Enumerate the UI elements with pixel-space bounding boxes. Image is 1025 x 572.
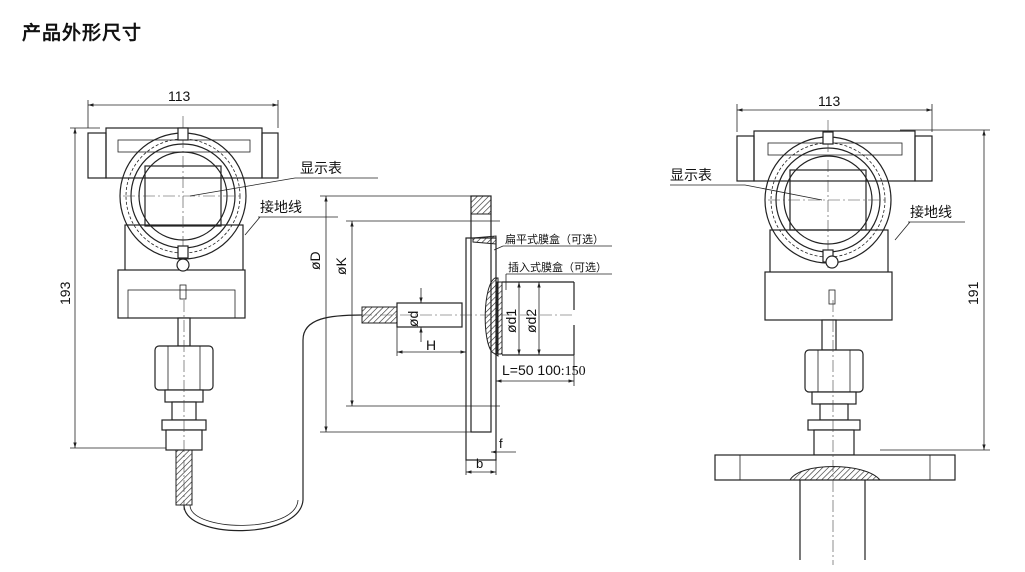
ground-label: 接地线 [260,199,302,216]
flat-capsule-label: 扁平式膜盒（可选） [505,232,604,246]
dim-L: L=50 100:150 [502,362,586,379]
dim-b: b [476,456,483,471]
height-dimension: 191 [965,281,981,305]
dim-d: ød [405,311,421,327]
page-title: 产品外形尺寸 [22,22,143,44]
insert-capsule-label: 插入式膜盒（可选） [508,260,607,274]
display-label: 显示表 [300,161,342,177]
dim-f: f [499,436,503,451]
width-dimension: 113 [168,88,191,104]
dim-H: H [426,337,436,353]
flange-detail-view: øD øK ød H ød1 ød2 L=50 1 [307,195,612,475]
dim-K: øK [333,256,349,275]
dim-D: øD [307,251,323,270]
left-transmitter-view: 113 193 显示表 接地线 [57,88,378,532]
ground-label: 接地线 [910,204,952,221]
display-label: 显示表 [670,168,712,184]
dim-d2: ød2 [523,309,539,333]
width-dimension: 113 [818,93,841,109]
height-dimension: 193 [57,281,73,305]
right-transmitter-view: 113 191 显示表 接地线 [670,93,990,565]
dim-d1: ød1 [503,309,519,333]
